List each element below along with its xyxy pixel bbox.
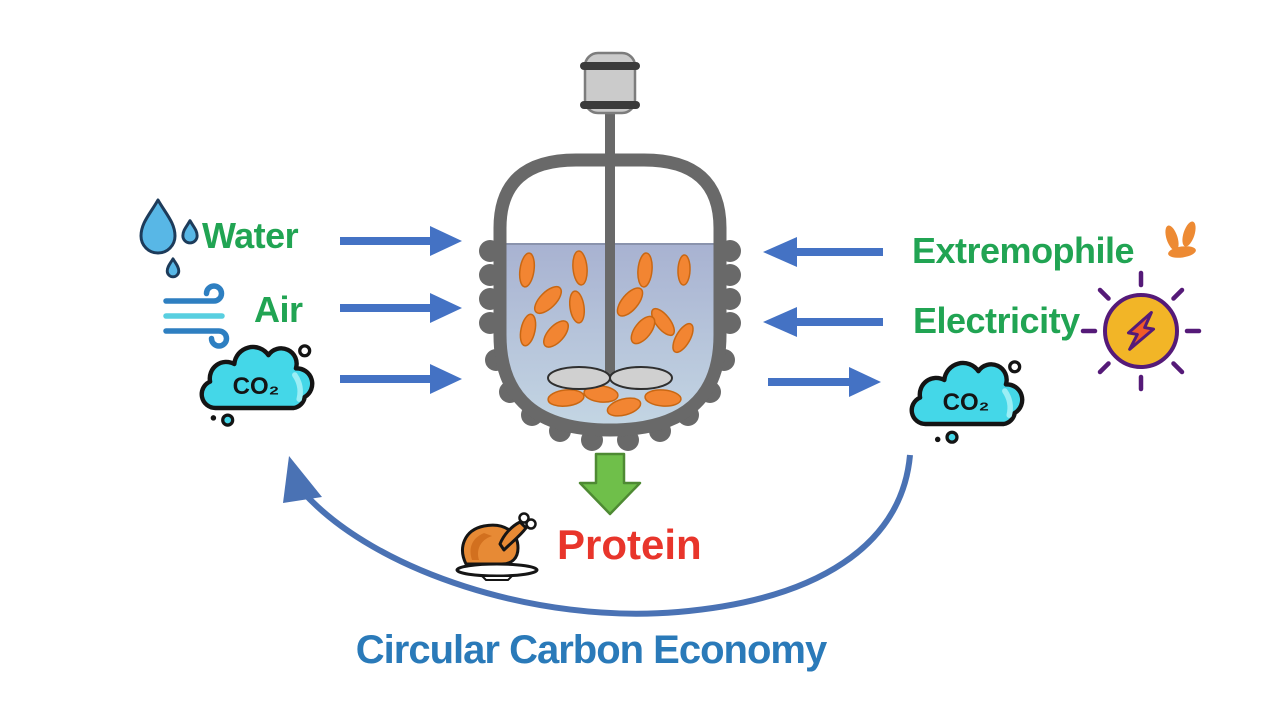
solar-energy-icon [1080,270,1202,392]
roast-turkey-icon [455,512,539,581]
stirrer-shaft [605,110,615,380]
stirrer-motor [580,51,640,115]
co2-output-label: CO₂ [942,389,990,416]
co2-recycle-arrow [283,454,913,617]
water-drops-icon [139,198,199,279]
co2-cloud-icon-output [909,360,1025,444]
electricity-input-arrow [763,307,883,337]
microbial-cells [518,250,694,417]
wind-icon [163,283,230,349]
vessel-outline [493,153,727,437]
water-input-arrow [340,226,462,256]
co2-output-arrow [768,367,881,397]
co2-input-arrow [340,364,462,394]
microbes-icon [1165,221,1196,258]
extremophile-input-arrow [763,237,883,267]
air-label: Air [254,289,303,330]
protein-output-arrow [578,452,642,516]
flow-arrows [340,226,883,397]
water-label: Water [202,215,299,256]
protein-label: Protein [557,521,702,568]
impeller [547,366,673,390]
diagram-title: Circular Carbon Economy [355,628,827,672]
air-input-arrow [340,293,462,323]
electricity-label: Electricity [913,300,1080,341]
bioreactor-vessel [479,51,741,451]
co2-cloud-icon-input [199,344,315,427]
extremophile-label: Extremophile [912,230,1135,271]
co2-input-label: CO₂ [232,373,280,400]
